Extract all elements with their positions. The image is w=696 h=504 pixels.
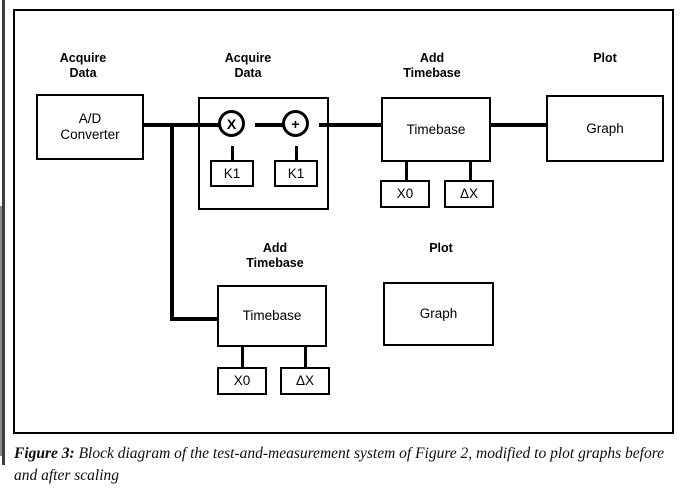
block-timebase-top[interactable]: Timebase	[381, 97, 491, 162]
label-plot-bottom: Plot	[429, 241, 453, 255]
label-acquire-data-1: Acquire Data	[59, 51, 107, 80]
wire-timebase-top-to-dx	[469, 162, 472, 180]
wire-branch-vertical	[170, 123, 174, 321]
block-ad-converter[interactable]: A/D Converter	[36, 94, 144, 160]
label-plot-top: Plot	[593, 51, 617, 65]
operator-multiply-circle[interactable]: X	[218, 110, 245, 137]
wire-multiply-to-k1	[231, 146, 234, 160]
label-acquire-data-2: Acquire Data	[224, 51, 272, 80]
block-graph-bottom[interactable]: Graph	[383, 282, 494, 346]
block-graph-top[interactable]: Graph	[546, 95, 664, 162]
wire-multiply-to-add	[255, 123, 298, 127]
label-add-timebase-top: Add Timebase	[403, 51, 461, 80]
block-x0-top[interactable]: X0	[380, 180, 430, 208]
wire-branch-to-timebase-bottom	[170, 317, 220, 321]
block-timebase-bottom[interactable]: Timebase	[217, 285, 327, 347]
wire-timebase-bottom-to-x0	[241, 347, 244, 367]
wire-add-to-timebase-top	[319, 123, 383, 127]
block-x0-bottom[interactable]: X0	[217, 367, 267, 395]
figure-caption: Figure 3: Block diagram of the test-and-…	[14, 443, 682, 488]
wire-timebase-bottom-to-dx	[304, 347, 307, 367]
scan-artifact-left	[2, 0, 5, 465]
block-dx-bottom[interactable]: ΔX	[280, 367, 330, 395]
block-constant-k1-add[interactable]: K1	[274, 160, 318, 187]
wire-timebase-to-graph-top	[491, 123, 547, 127]
wire-add-to-k1	[295, 146, 298, 160]
figure-border: Acquire Data Acquire Data Add Timebase P…	[13, 9, 674, 434]
group-acquire-data-2	[198, 97, 329, 210]
wire-acquire2-in-to-multiply	[198, 123, 231, 127]
block-constant-k1-multiply[interactable]: K1	[210, 160, 254, 187]
wire-timebase-top-to-x0	[405, 162, 408, 180]
operator-add-circle[interactable]: +	[282, 110, 309, 137]
scan-artifact-left-lower	[0, 206, 2, 456]
figure-caption-label: Figure 3:	[14, 445, 75, 462]
figure-caption-text: Block diagram of the test-and-measuremen…	[14, 445, 665, 485]
block-dx-top[interactable]: ΔX	[444, 180, 494, 208]
label-add-timebase-bottom: Add Timebase	[246, 241, 304, 270]
